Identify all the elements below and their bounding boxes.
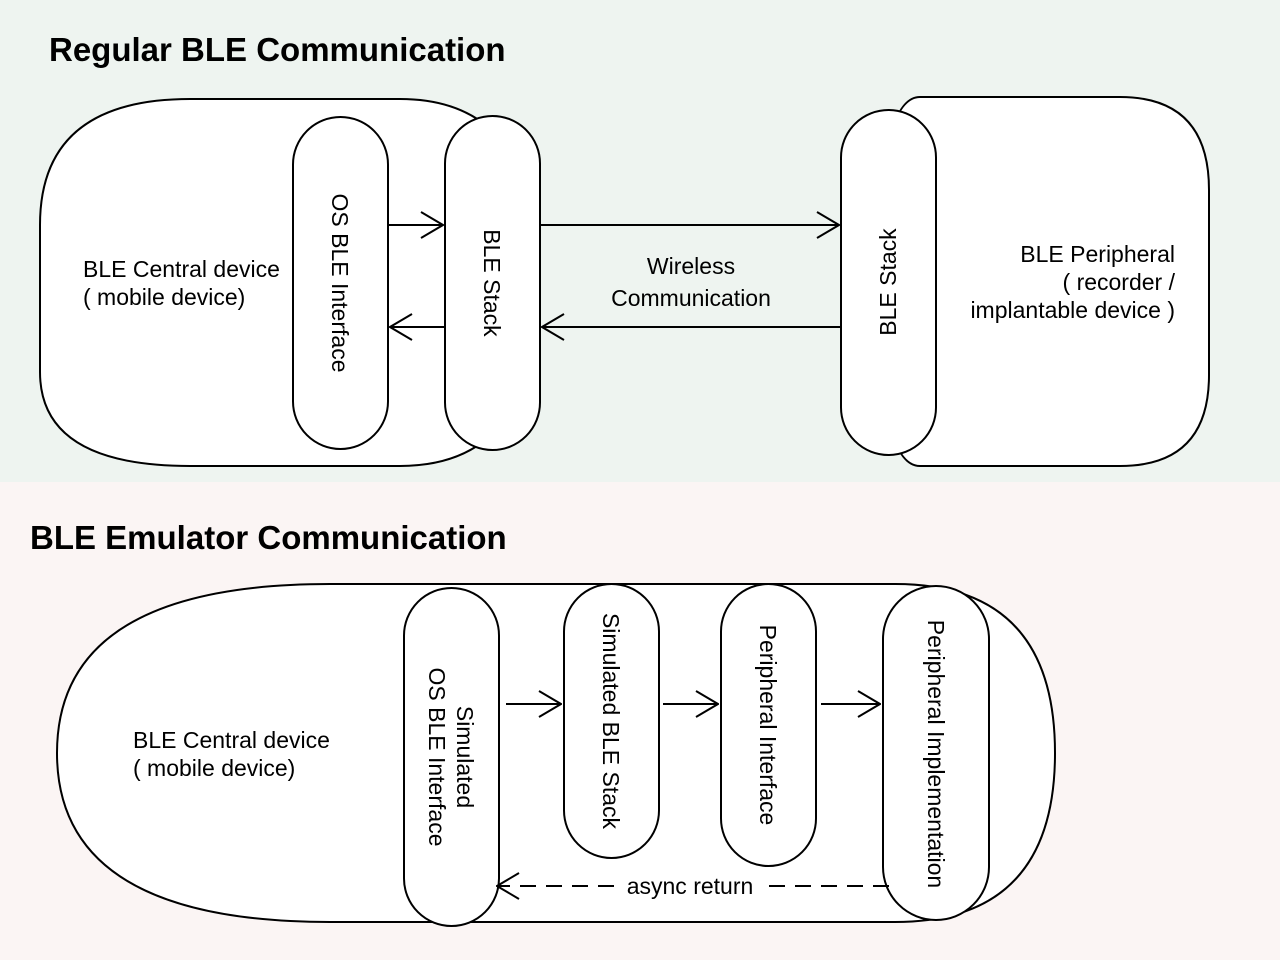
emulator-central-label-line1: BLE Central device	[133, 727, 330, 753]
os-ble-interface-label: OS BLE Interface	[327, 194, 353, 373]
os-ble-interface-block	[292, 116, 389, 450]
ble-stack-peripheral-label: BLE Stack	[875, 228, 901, 336]
simulated-os-ble-interface-block	[403, 587, 500, 927]
async-return-label: async return	[627, 873, 754, 899]
regular-panel-title: Regular BLE Communication	[49, 31, 506, 68]
simulated-ble-stack-label: Simulated BLE Stack	[598, 613, 624, 830]
ble-stack-peripheral-block	[840, 109, 937, 456]
regular-peripheral-label-line2: ( recorder /	[1063, 269, 1176, 295]
simulated-os-label-line1: Simulated	[452, 706, 478, 808]
regular-ble-panel: Regular BLE Communication BLE Central de…	[0, 0, 1280, 482]
emulator-central-label-line2: ( mobile device)	[133, 755, 295, 781]
peripheral-implementation-label: Peripheral Implementation	[923, 620, 949, 888]
simulated-ble-stack-block	[563, 583, 660, 859]
simulated-os-label-line2: OS BLE Interface	[424, 668, 450, 847]
peripheral-interface-label: Peripheral Interface	[755, 625, 781, 826]
wireless-label-line2: Communication	[611, 285, 771, 311]
ble-stack-central-block	[444, 115, 541, 451]
emulator-panel-title: BLE Emulator Communication	[30, 519, 507, 556]
regular-peripheral-label-line1: BLE Peripheral	[1020, 241, 1175, 267]
regular-peripheral-label-line3: implantable device )	[970, 297, 1175, 323]
emulator-ble-panel: BLE Emulator Communication BLE Central d…	[0, 482, 1280, 960]
regular-central-label-line1: BLE Central device	[83, 256, 280, 282]
peripheral-implementation-block	[882, 585, 990, 921]
ble-stack-central-label: BLE Stack	[479, 229, 505, 337]
peripheral-interface-block	[720, 583, 817, 867]
wireless-label-line1: Wireless	[647, 253, 735, 279]
regular-central-label-line2: ( mobile device)	[83, 284, 245, 310]
